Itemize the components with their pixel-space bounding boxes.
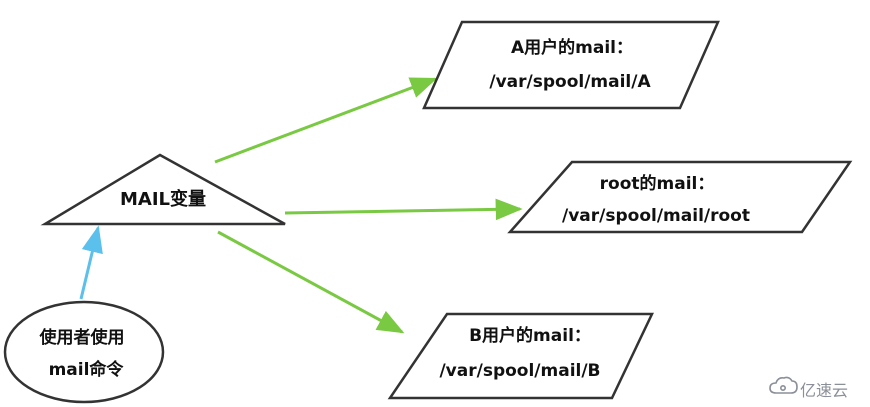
user-label-line2: mail命令 [49,359,125,380]
mailbox-root-path: /var/spool/mail/root [562,206,750,226]
mailbox-b-node: B用户的mail： /var/spool/mail/B [387,312,654,400]
mailbox-a-node: A用户的mail： /var/spool/mail/A [422,20,720,110]
user-command-node: 使用者使用 mail命令 [3,300,165,404]
watermark: 亿速云 [769,376,848,400]
mailbox-a-path: /var/spool/mail/A [489,72,651,92]
arrow-to-a-mailbox [214,77,438,164]
mailbox-root-node: root的mail： /var/spool/mail/root [507,160,853,234]
mailbox-root-title: root的mail： [600,173,715,194]
mailbox-b-title: B用户的mail： [469,325,591,346]
mailbox-b-path: /var/spool/mail/B [439,361,600,381]
mail-variable-label: MAIL变量 [120,188,206,210]
user-label-line1: 使用者使用 [39,327,125,348]
mail-variable-node: MAIL变量 [40,153,286,226]
arrow-user-to-variable [79,225,103,300]
cloud-logo-icon [769,376,798,394]
watermark-text: 亿速云 [800,381,848,400]
arrow-to-root-mailbox [284,198,523,221]
mailbox-a-title: A用户的mail： [511,37,633,58]
arrow-to-b-mailbox [217,230,405,334]
